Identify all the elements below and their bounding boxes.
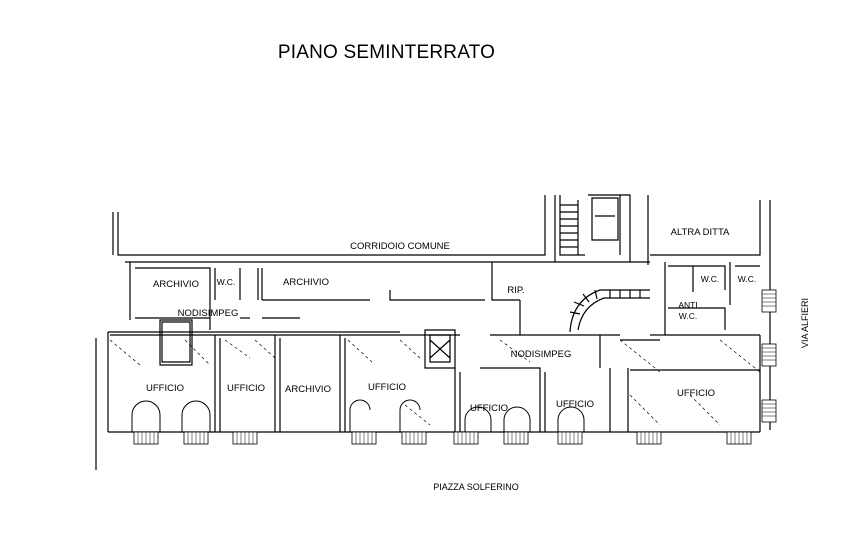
label-archivio-left: ARCHIVIO <box>153 279 199 290</box>
label-ufficio-1: UFFICIO <box>146 383 184 394</box>
plan-frame-hatching <box>137 293 776 444</box>
label-wc-right-b: W.C. <box>738 274 756 284</box>
label-ufficio-2: UFFICIO <box>227 383 265 394</box>
label-piazza-solferino: PIAZZA SOLFERINO <box>433 482 519 492</box>
label-corridoio-comune: CORRIDOIO COMUNE <box>350 241 450 252</box>
page-title: PIANO SEMINTERRATO <box>277 42 496 63</box>
label-nodisimpeg-right: NODISIMPEG <box>511 349 572 360</box>
label-anti-wc: W.C. <box>679 311 697 321</box>
label-ufficio-6: UFFICIO <box>677 388 715 399</box>
label-ufficio-5: UFFICIO <box>556 399 594 410</box>
label-archivio-mid: ARCHIVIO <box>285 384 331 395</box>
label-ufficio-4: UFFICIO <box>470 403 508 414</box>
label-ufficio-3: UFFICIO <box>368 382 406 393</box>
plan-windows <box>131 399 585 432</box>
label-altra-ditta: ALTRA DITTA <box>671 227 730 238</box>
plan-door-swings <box>109 339 761 426</box>
plan-labels: CORRIDOIO COMUNE ALTRA DITTA ARCHIVIO W.… <box>146 227 810 492</box>
label-archivio-top: ARCHIVIO <box>283 277 329 288</box>
label-rip: RIP. <box>507 285 524 296</box>
label-via-alfieri: VIA ALFIERI <box>800 298 810 348</box>
plan-walls <box>95 194 771 470</box>
label-wc-left: W.C. <box>217 277 235 287</box>
label-wc-right-a: W.C. <box>701 274 719 284</box>
label-anti: ANTI <box>678 300 697 310</box>
label-nodisimpeg-left: NODISIMPEG <box>178 308 239 319</box>
